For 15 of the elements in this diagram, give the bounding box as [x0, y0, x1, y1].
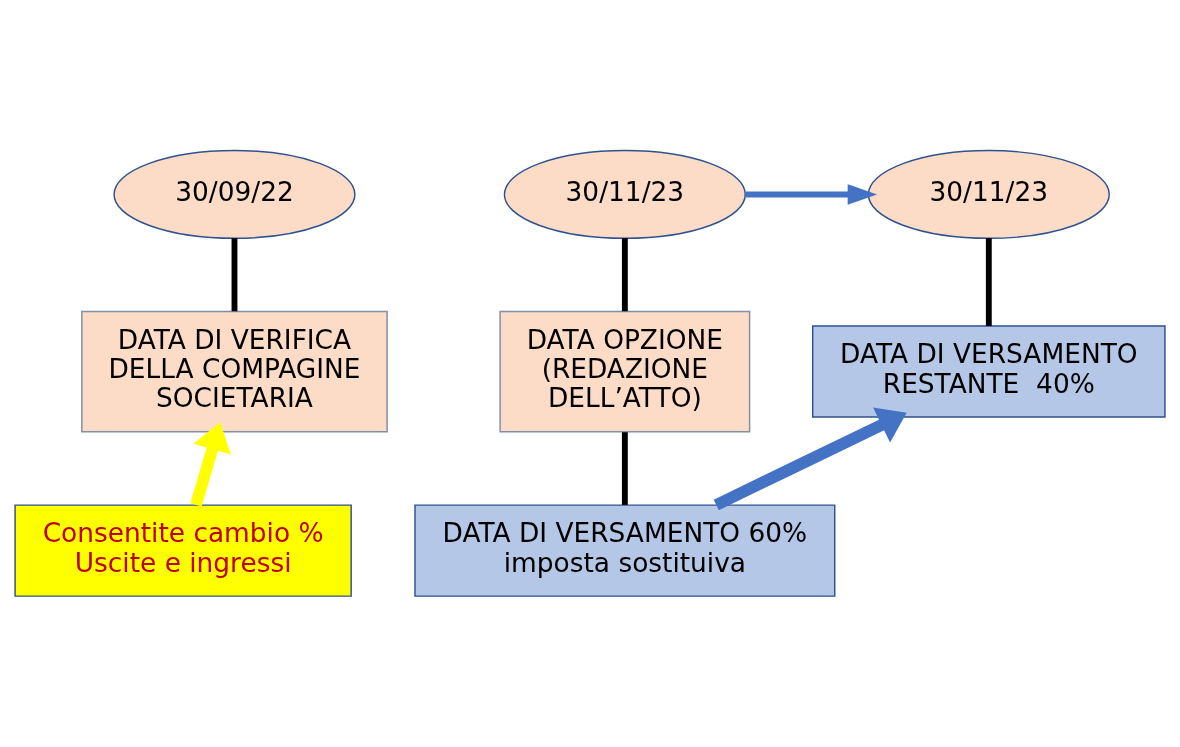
node-box: DATA DI VERSAMENTO 60% imposta sostituiva	[414, 504, 836, 597]
arrow	[190, 422, 231, 507]
connector	[621, 432, 628, 505]
node-ellipse: 30/11/23	[867, 149, 1110, 240]
arrow	[713, 407, 907, 511]
connector	[621, 238, 628, 312]
node-ellipse: 30/11/23	[503, 149, 746, 240]
node-box: Consentite cambio % Uscite e ingressi	[14, 504, 352, 597]
node-box: DATA DI VERSAMENTO RESTANTE 40%	[811, 325, 1166, 418]
node-box: DATA DI VERIFICA DELLA COMPAGINE SOCIETARIA	[81, 310, 388, 433]
connector	[985, 238, 992, 326]
arrow	[745, 184, 878, 205]
node-box: DATA OPZIONE (REDAZIONE DELL’ATTO)	[499, 310, 751, 433]
connector	[231, 238, 238, 312]
node-ellipse: 30/09/22	[113, 149, 356, 240]
